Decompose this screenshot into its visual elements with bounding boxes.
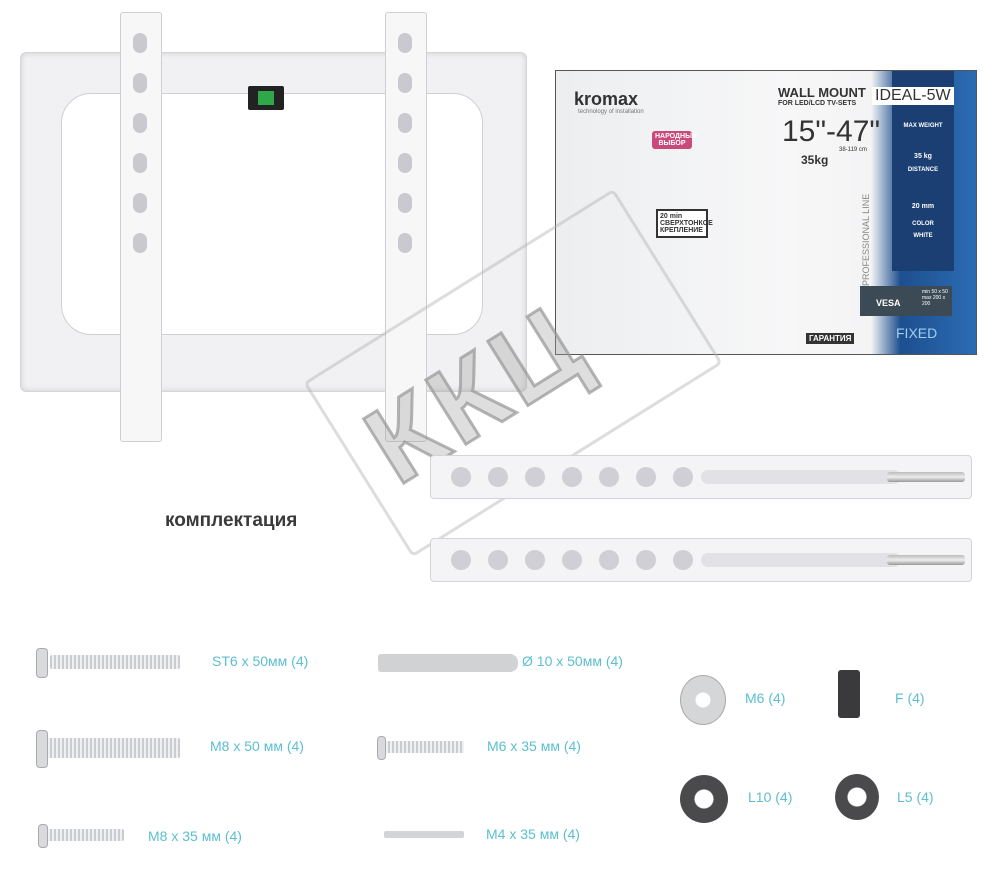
box-weight: 35kg [801, 153, 829, 167]
section-title: комплектация [165, 510, 298, 531]
distance-value: 20 mm [911, 203, 935, 210]
spacer-icon [838, 670, 860, 718]
washer-l5-icon [835, 774, 879, 820]
hardware-label: L5 (4) [897, 789, 934, 805]
bolt-m8-50-icon [46, 738, 180, 758]
box-subtitle: FOR LED/LCD TV-SETS [778, 100, 857, 107]
product-box: kromax technology of installation WALL M… [555, 70, 977, 355]
screw-head-icon [377, 736, 386, 760]
bolt-m4-35-icon [384, 831, 464, 838]
bolt-m8-35-icon [46, 829, 124, 841]
bolt-icon [887, 555, 965, 565]
box-size-cm: 38-119 cm [839, 147, 867, 153]
vesa-panel [860, 286, 952, 316]
max-weight-label: MAX WEIGHT [903, 123, 943, 129]
hardware-label: Ø 10 x 50мм (4) [522, 653, 623, 669]
hardware-label: F (4) [895, 690, 925, 706]
vertical-strap-right [385, 12, 427, 442]
distance-label: DISTANCE [907, 167, 939, 173]
box-model: IDEAL-5W [872, 87, 954, 105]
mounting-arm-1 [430, 455, 972, 499]
mounting-arm-2 [430, 538, 972, 582]
washer-m6-icon [680, 675, 726, 725]
bolt-m6-35-icon [384, 741, 464, 753]
washer-l10-icon [680, 775, 728, 823]
color-value: WHITE [913, 233, 933, 239]
bolt-icon [887, 472, 965, 482]
vertical-strap-left [120, 12, 162, 442]
badge-choice: НАРОДНЫЙ ВЫБОР [652, 131, 697, 149]
hardware-label: L10 (4) [748, 789, 793, 805]
brand-logo: kromax [574, 89, 639, 109]
screw-head-icon [36, 648, 48, 678]
hardware-label: M8 x 50 мм (4) [210, 738, 304, 754]
vesa-label: VESA [876, 298, 901, 308]
hardware-label: M8 x 35 мм (4) [148, 828, 242, 844]
hardware-label: ST6 x 50мм (4) [212, 653, 309, 669]
bubble-level [248, 86, 284, 110]
hardware-label: M6 x 35 мм (4) [487, 738, 581, 754]
box-title: WALL MOUNT [778, 85, 866, 100]
guarantee-badge: ГАРАНТИЯ [806, 333, 855, 344]
hardware-label: M4 x 35 мм (4) [486, 826, 580, 842]
brand-tagline: technology of installation [578, 109, 644, 115]
screw-head-icon [38, 824, 48, 848]
max-weight-value: 35 kg [914, 153, 932, 160]
professional-line: PROFESSIONAL LINE [861, 193, 871, 286]
wall-plug-icon [378, 654, 518, 672]
hardware-label: M6 (4) [745, 690, 786, 706]
badge-thin: 20 min СВЕРХТОНКОЕ КРЕПЛЕНИЕ [656, 209, 713, 238]
vesa-range: min 50 x 50 max 200 x 200 [922, 289, 948, 307]
color-label: COLOR [912, 221, 934, 227]
screw-head-icon [36, 730, 48, 768]
wood-screw-icon [50, 655, 180, 669]
box-type: FIXED [896, 325, 938, 341]
box-size: 15"-47" [782, 115, 881, 148]
